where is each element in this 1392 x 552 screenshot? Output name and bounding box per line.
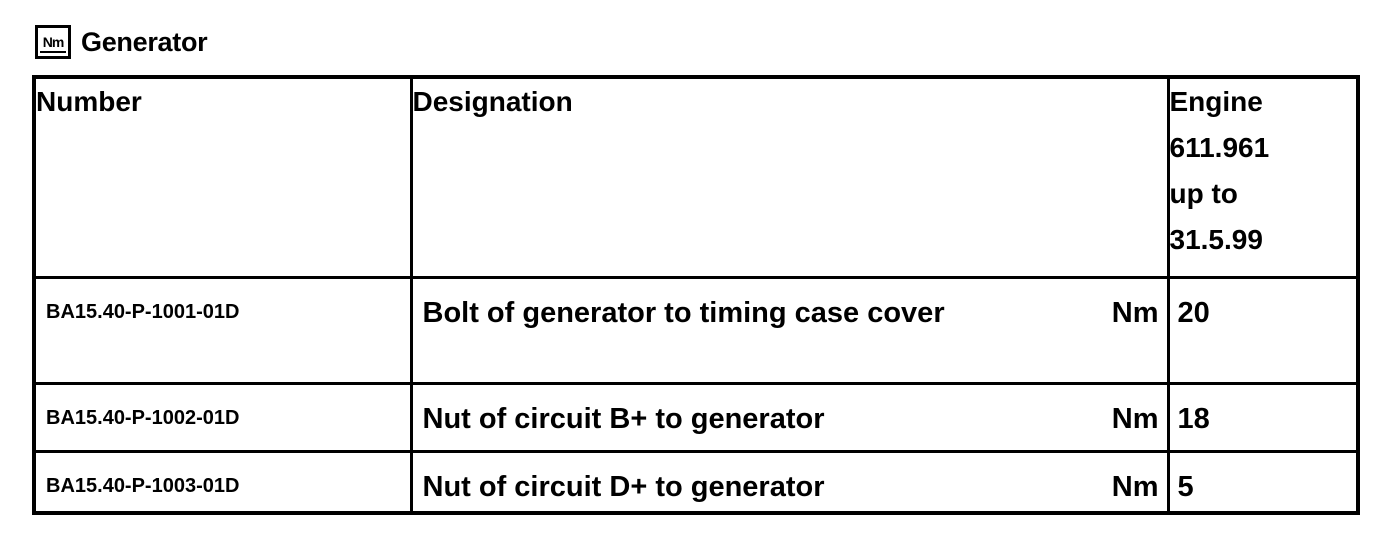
row-designation: Bolt of generator to timing case cover [422,296,945,329]
torque-nm-icon: Nm [35,25,71,59]
column-header-designation: Designation [409,75,1170,279]
row-designation-cell: Bolt of generator to timing case cover N… [409,275,1170,385]
column-header-engine: Engine 611.961 up to 31.5.99 [1166,75,1360,279]
row-number: BA15.40-P-1001-01D [32,275,413,385]
row-number: BA15.40-P-1002-01D [32,381,413,453]
row-value: 5 [1166,449,1360,515]
table-row: BA15.40-P-1003-01D Nut of circuit D+ to … [32,449,1360,515]
row-designation: Nut of circuit D+ to generator [422,470,825,503]
table-row: BA15.40-P-1002-01D Nut of circuit B+ to … [32,381,1360,453]
row-unit: Nm [1111,402,1159,435]
column-header-number: Number [32,75,413,279]
row-designation-cell: Nut of circuit B+ to generator Nm [409,381,1170,453]
section-title: Generator [81,26,208,57]
row-unit: Nm [1111,296,1159,329]
row-designation-cell: Nut of circuit D+ to generator Nm [409,449,1170,515]
row-value: 20 [1166,275,1360,385]
row-unit: Nm [1111,470,1159,503]
table-header-row: Number Designation Engine 611.961 up to … [32,75,1360,279]
row-designation: Nut of circuit B+ to generator [422,402,825,435]
torque-spec-table: Number Designation Engine 611.961 up to … [32,75,1360,515]
table-row: BA15.40-P-1001-01D Bolt of generator to … [32,275,1360,385]
row-number: BA15.40-P-1003-01D [32,449,413,515]
section-heading: Nm Generator [35,20,208,64]
row-value: 18 [1166,381,1360,453]
